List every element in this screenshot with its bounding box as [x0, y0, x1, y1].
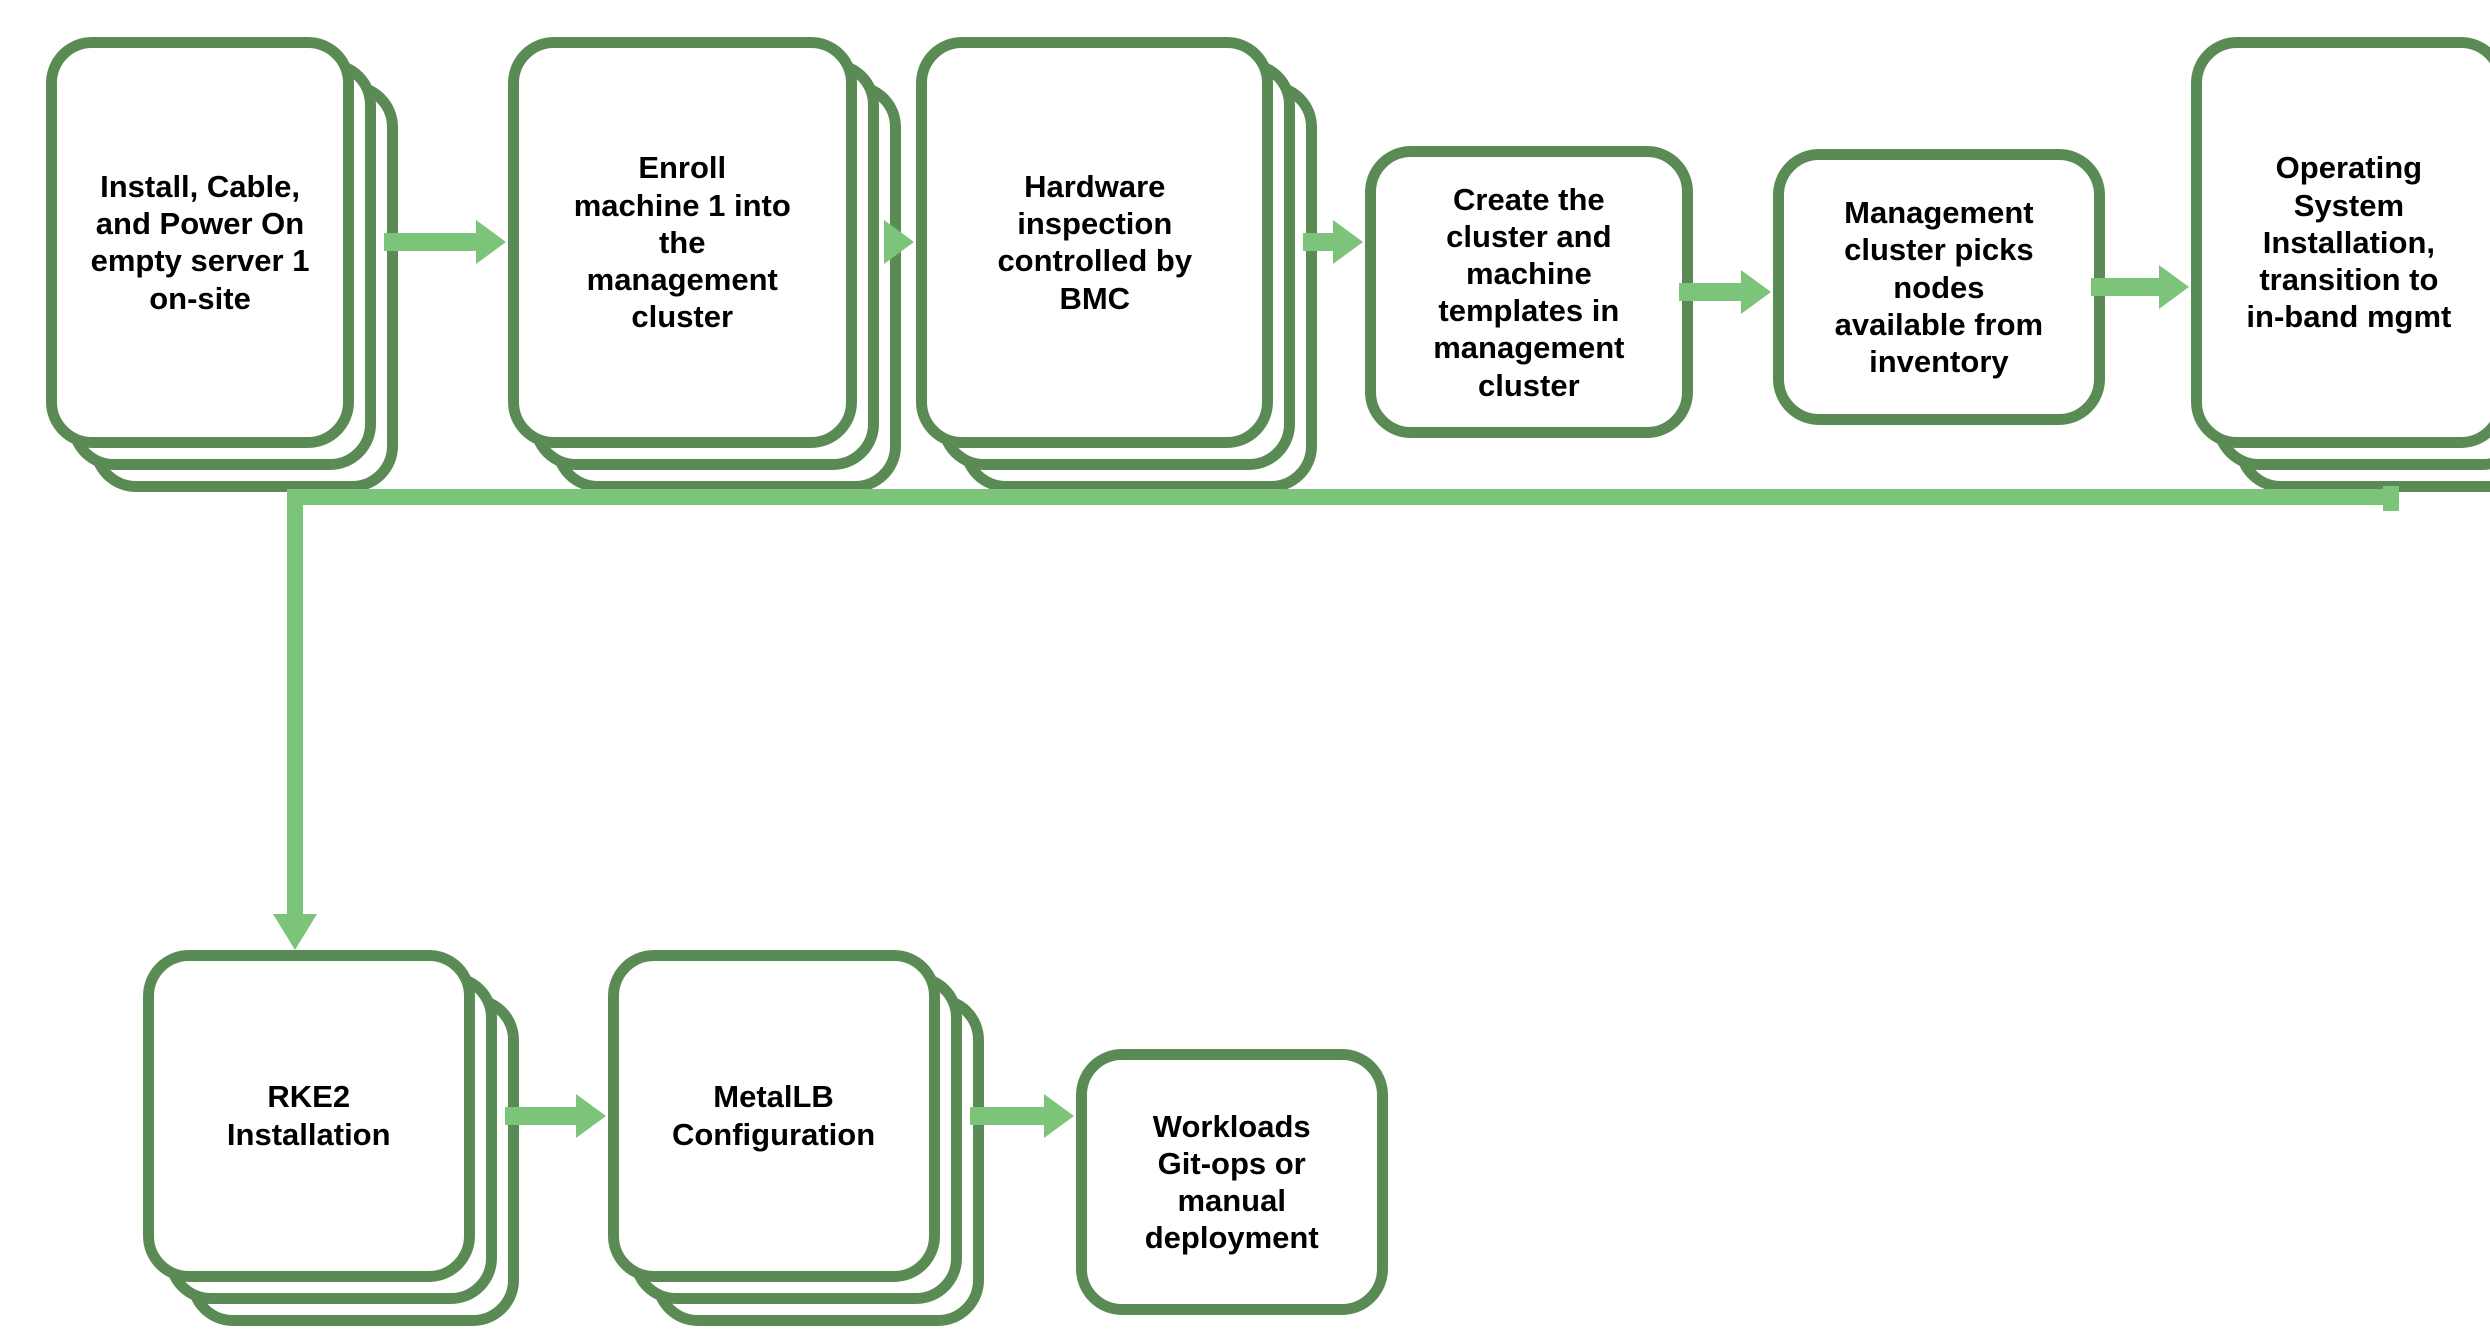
- connector-line: [1303, 233, 1337, 252]
- arrow-os-to-rke2: [272, 486, 2399, 950]
- flowchart-canvas: Install, Cable, and Power On empty serve…: [42, 33, 2490, 1326]
- arrow-install-to-enroll: [383, 220, 506, 265]
- arrow-head-down-icon: [272, 913, 317, 950]
- connector-line: [969, 1106, 1048, 1125]
- connector-line: [504, 1106, 580, 1125]
- node-card-front: [142, 949, 475, 1282]
- node-card-front: [607, 949, 940, 1282]
- node-enroll-machine[interactable]: Enroll machine 1 into the management clu…: [504, 33, 907, 499]
- arrow-head-right-icon: [1043, 1093, 1074, 1138]
- arrow-head-right-icon: [575, 1093, 606, 1138]
- node-install-cable-power[interactable]: Install, Cable, and Power On empty serve…: [42, 33, 403, 499]
- node-card-front: [2191, 36, 2490, 449]
- node-card-front: [1075, 1049, 1388, 1315]
- arrow-head-right-icon: [1740, 270, 1771, 315]
- node-card-front: [916, 36, 1274, 449]
- node-hardware-inspection[interactable]: Hardware inspection controlled by BMC: [912, 33, 1323, 499]
- node-os-installation[interactable]: Operating System Installation, transitio…: [2187, 33, 2490, 499]
- arrow-create-to-picks: [1679, 270, 1771, 315]
- node-mgmt-picks-nodes[interactable]: Management cluster picks nodes available…: [1769, 145, 2111, 431]
- node-card-front: [507, 36, 857, 449]
- node-card-front: [1364, 146, 1694, 439]
- connector-line-horizontal: [286, 489, 2399, 505]
- node-workloads-deployment[interactable]: Workloads Git-ops or manual deployment: [1072, 1045, 1394, 1321]
- node-metallb-configuration[interactable]: MetalLB Configuration: [604, 946, 990, 1332]
- arrow-head-right-icon: [884, 220, 915, 265]
- arrow-enroll-to-inspection: [884, 220, 915, 265]
- arrow-head-right-icon: [2159, 265, 2190, 310]
- arrow-inspection-to-create: [1303, 220, 1363, 265]
- node-card-front: [46, 36, 354, 449]
- arrow-picks-to-os: [2090, 265, 2190, 310]
- node-create-cluster-templates[interactable]: Create the cluster and machine templates…: [1361, 142, 1700, 444]
- connector-line: [2090, 278, 2164, 297]
- arrow-head-right-icon: [475, 220, 506, 265]
- node-card-front: [1772, 149, 2105, 425]
- connector-line: [383, 233, 480, 252]
- connector-line: [1679, 283, 1745, 302]
- connector-line-vertical-down: [286, 497, 303, 918]
- arrow-head-right-icon: [1332, 220, 1363, 265]
- node-rke2-installation[interactable]: RKE2 Installation: [139, 946, 525, 1332]
